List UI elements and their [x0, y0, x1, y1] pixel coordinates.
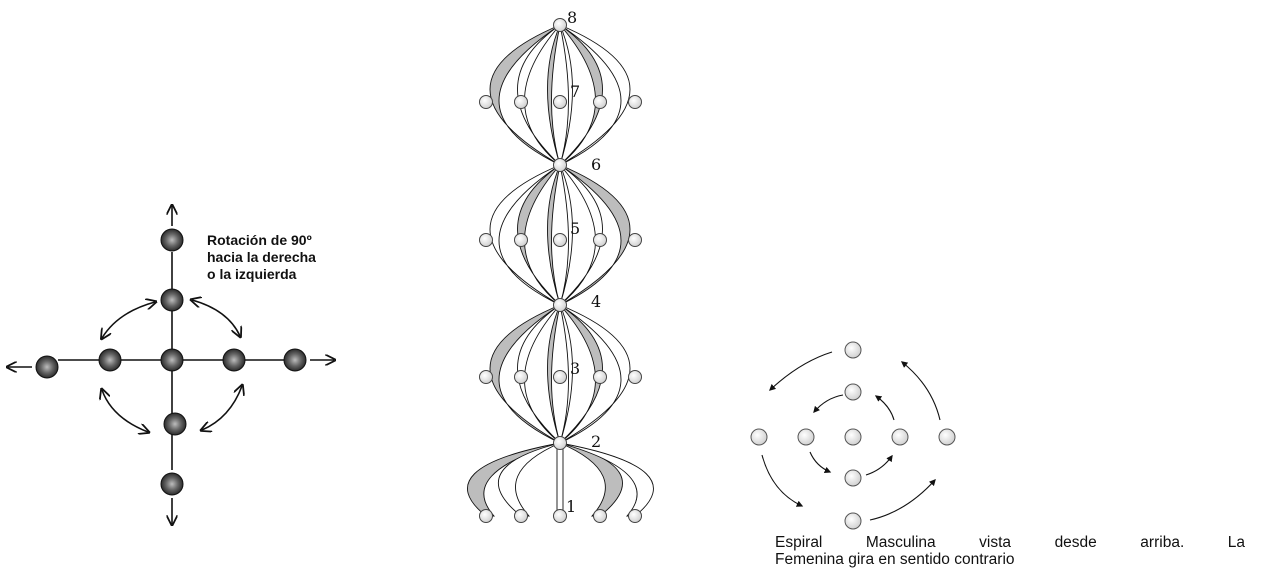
sphere-top-outer: [160, 228, 184, 252]
spiral-caption-line-2: Femenina gira en sentido contrario: [775, 551, 1015, 568]
spiral-sphere-top-inner: [844, 383, 862, 401]
helix-ring-sphere: [628, 370, 642, 384]
helix-ring-sphere: [593, 370, 607, 384]
level-label-6: 6: [591, 155, 601, 174]
spiral-sphere-right-outer: [938, 428, 956, 446]
sphere-bottom-outer: [160, 472, 184, 496]
spiral-sphere-left-outer: [750, 428, 768, 446]
spiral-arrow-outer-top-left-icon: [769, 351, 833, 391]
sphere-right-inner: [222, 348, 246, 372]
level-label-2: 2: [591, 432, 601, 451]
helix-spheres: [479, 18, 642, 523]
helix-ring-sphere: [553, 370, 567, 384]
helix-ring-sphere: [479, 233, 493, 247]
spiral-arrow-inner-bottom-right-icon: [865, 454, 893, 476]
helix-ribbon-base: [497, 442, 561, 517]
spiral-arrow-inner-top-right-icon: [874, 395, 895, 421]
helix-ring-sphere: [479, 95, 493, 109]
helix-ribbon-base: [556, 442, 564, 517]
spiral-arrow-outer-top-right-icon: [900, 361, 941, 421]
spiral-sphere-top-outer: [844, 341, 862, 359]
sphere-left-outer: [35, 355, 59, 379]
helix-ring-sphere: [593, 95, 607, 109]
helix-ring-sphere: [553, 509, 567, 523]
rotation-arrow-bottom-left-icon: [102, 390, 148, 432]
sphere-right-outer: [283, 348, 307, 372]
rotation-arrow-bottom-right-icon: [202, 386, 242, 430]
helix-ring-sphere: [628, 509, 642, 523]
helix-ring-sphere: [514, 95, 528, 109]
spiral-sphere-bottom-outer: [844, 512, 862, 530]
helix-ring-sphere: [628, 95, 642, 109]
rotation-label: Rotación de 90º hacia la derecha o la iz…: [207, 232, 316, 283]
level-label-1: 1: [566, 497, 576, 516]
spiral-sphere-bottom-inner: [844, 469, 862, 487]
spiral-caption-line-1: Espiral Masculina vista desde arriba. La: [775, 534, 1245, 551]
helix-figure: 1 2 3 4 5 6 7 8: [467, 8, 654, 523]
spiral-caption: Espiral Masculina vista desde arriba. La…: [775, 534, 1245, 568]
spiral-sphere-center: [844, 428, 862, 446]
level-label-5: 5: [570, 219, 580, 238]
helix-node-sphere: [553, 436, 567, 450]
rotation-label-line-1: Rotación de 90º: [207, 232, 312, 248]
helix-node-sphere: [553, 158, 567, 172]
helix-node-sphere: [553, 18, 567, 32]
spiral-arrow-inner-bottom-left-icon: [809, 451, 832, 473]
helix-ring-sphere: [553, 95, 567, 109]
spiral-arrow-inner-top-left-icon: [813, 394, 844, 414]
spiral-sphere-right-inner: [891, 428, 909, 446]
spiral-arrow-outer-bottom-left-icon: [761, 454, 804, 507]
level-label-3: 3: [570, 359, 580, 378]
rotation-arrow-top-right-icon: [192, 300, 240, 336]
helix-ring-sphere: [514, 509, 528, 523]
helix-ring-sphere: [553, 233, 567, 247]
spiral-top-view-figure: [750, 341, 956, 530]
helix-ring-sphere: [628, 233, 642, 247]
helix-level-labels: 1 2 3 4 5 6 7 8: [566, 8, 601, 516]
level-label-8: 8: [567, 8, 577, 27]
helix-ring-sphere: [593, 233, 607, 247]
rotation-label-line-2: hacia la derecha: [207, 249, 316, 265]
sphere-top-inner: [160, 288, 184, 312]
spiral-arrow-outer-bottom-right-icon: [869, 479, 936, 521]
sphere-left-inner: [98, 348, 122, 372]
sphere-center: [160, 348, 184, 372]
rotation-label-line-3: o la izquierda: [207, 266, 297, 282]
helix-ring-sphere: [479, 509, 493, 523]
helix-ring-sphere: [514, 370, 528, 384]
helix-ring-sphere: [593, 509, 607, 523]
rotation-arrow-top-left-icon: [102, 302, 155, 338]
level-label-7: 7: [570, 82, 580, 101]
helix-ring-sphere: [479, 370, 493, 384]
helix-ring-sphere: [514, 233, 528, 247]
sphere-bottom-inner: [163, 412, 187, 436]
level-label-4: 4: [591, 292, 601, 311]
spiral-sphere-left-inner: [797, 428, 815, 446]
helix-ribbon-inner-left: [547, 24, 561, 166]
helix-node-sphere: [553, 298, 567, 312]
rotation-cross-figure: [8, 206, 334, 524]
